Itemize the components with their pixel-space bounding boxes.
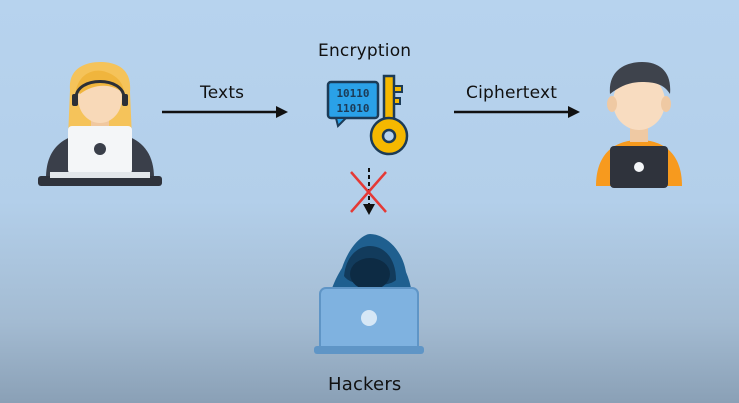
ciphertext-label: Ciphertext bbox=[466, 83, 558, 103]
hackers-label: Hackers bbox=[328, 374, 402, 395]
red-cross-icon bbox=[350, 171, 387, 213]
binary-line-2: 11010 bbox=[336, 102, 369, 115]
encryption-label: Encryption bbox=[318, 41, 412, 61]
blocked-intercept-arrow bbox=[350, 168, 387, 215]
key-binary-icon: 10110 11010 bbox=[326, 74, 409, 156]
texts-label: Texts bbox=[200, 83, 245, 103]
hooded-hacker-laptop-icon bbox=[314, 234, 424, 354]
binary-line-1: 10110 bbox=[336, 87, 369, 100]
texts-arrow bbox=[162, 106, 288, 118]
woman-laptop-icon bbox=[38, 62, 162, 186]
man-laptop-icon bbox=[596, 62, 682, 188]
ciphertext-arrow bbox=[454, 106, 580, 118]
